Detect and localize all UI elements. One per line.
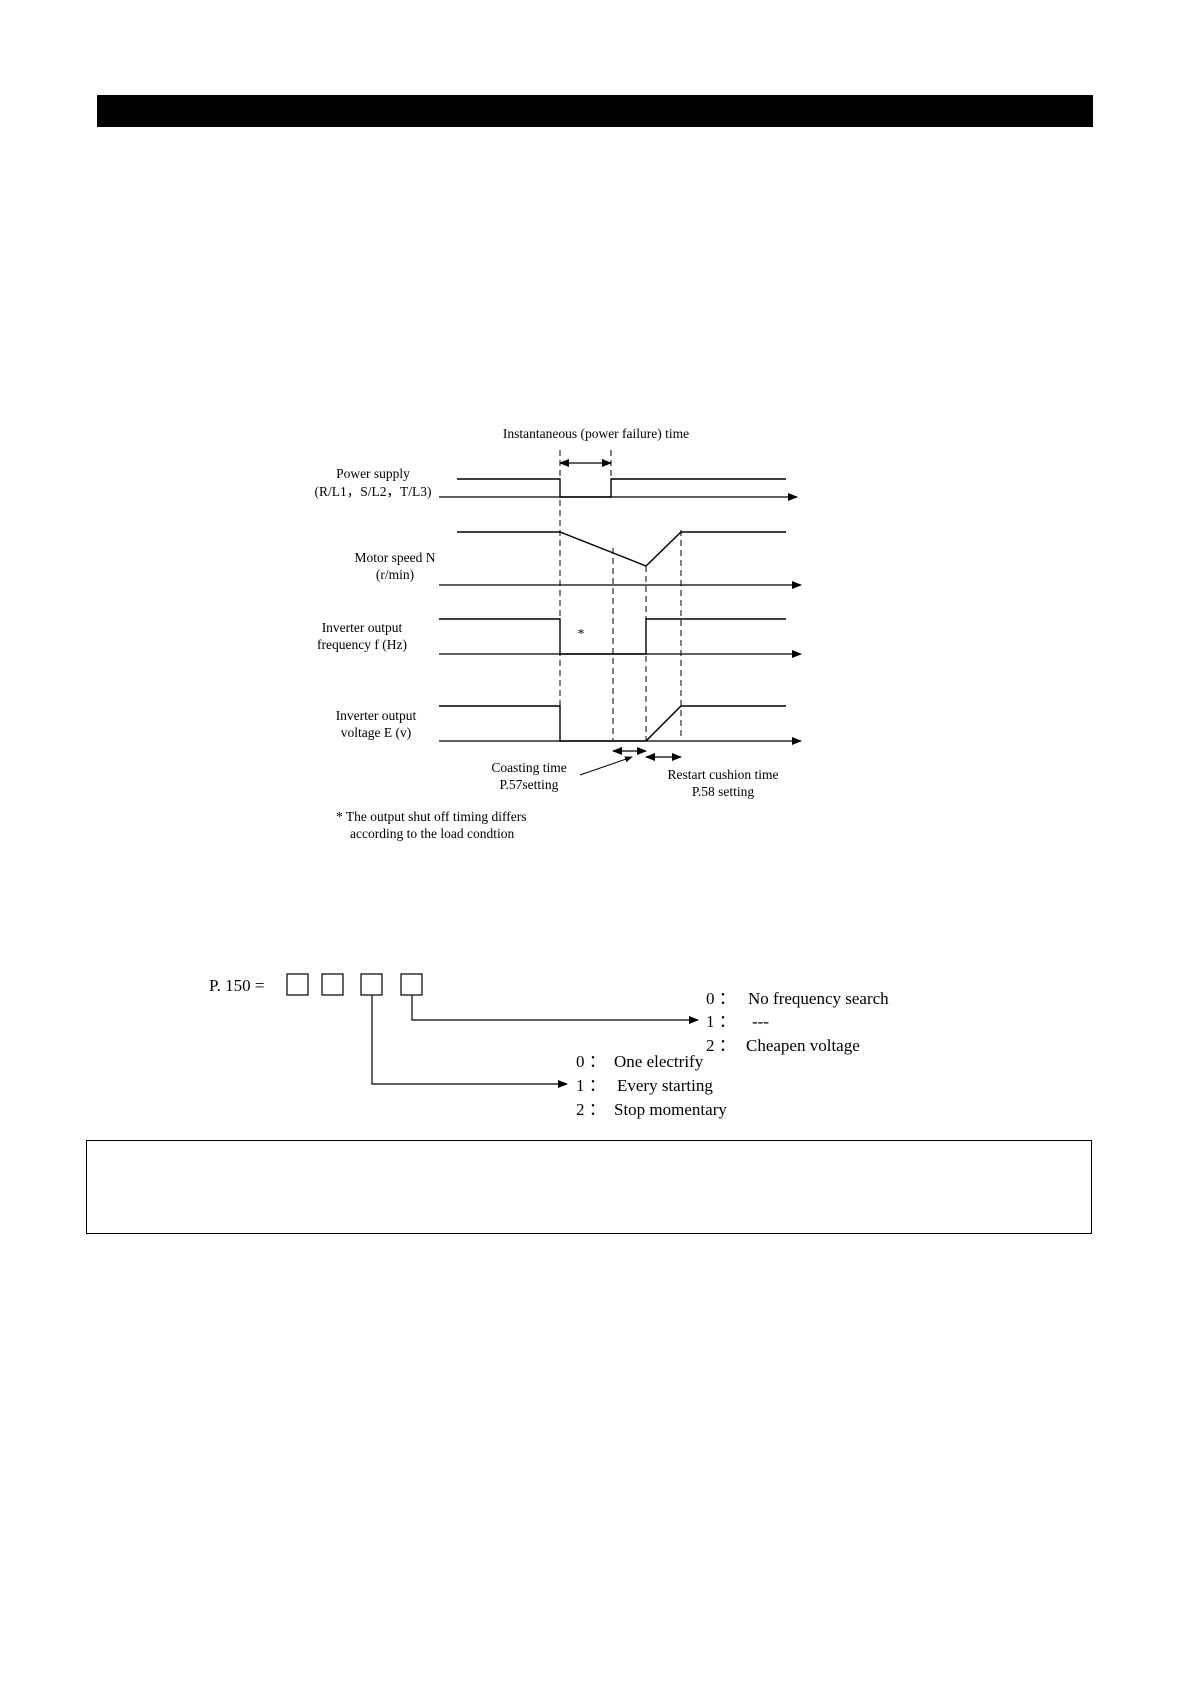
output-frequency-label: Inverter output — [322, 620, 403, 635]
coasting-callout-leader — [579, 756, 633, 776]
motor-speed-signal — [457, 531, 786, 567]
output-frequency-signal — [439, 618, 786, 655]
digit-a-option-0-num: 0 ： — [706, 989, 736, 1008]
coasting-time-label: Coasting time — [491, 760, 566, 775]
param-digit-box-2 — [321, 973, 344, 996]
digit-4-connector — [411, 995, 699, 1024]
restart-setting-label: P.58 setting — [692, 784, 755, 799]
digit-a-option-0-text: No frequency search — [748, 989, 889, 1008]
motor-speed-unit-label: (r/min) — [376, 567, 414, 582]
param-label: P. 150 = — [209, 976, 264, 995]
output-voltage-unit-label: voltage E (v) — [341, 725, 411, 740]
power-supply-label: Power supply — [336, 466, 410, 481]
output-voltage-signal — [439, 705, 786, 742]
timing-guides — [559, 450, 682, 740]
header-bar — [97, 95, 1093, 127]
digit-a-option-1-text: --- — [752, 1012, 769, 1031]
power-supply-signal — [457, 478, 786, 498]
digit-a-option-2-text: Cheapen voltage — [746, 1036, 860, 1055]
digit-b-option-1-text: Every starting — [617, 1076, 713, 1095]
digit-b-option-0-text: One electrify — [614, 1052, 704, 1071]
motor-speed-label: Motor speed N — [355, 550, 436, 565]
digit-a-option-1-num: 1 ： — [706, 1012, 736, 1031]
restart-cushion-label: Restart cushion time — [668, 767, 779, 782]
param-digit-box-4 — [400, 973, 423, 996]
digit-3-connector — [371, 995, 568, 1088]
footnote-line-1: * The output shut off timing differs — [336, 809, 527, 824]
digit-a-option-2-num: 2 ： — [706, 1036, 736, 1055]
footnote-line-2: according to the load condtion — [350, 826, 514, 841]
note-box — [86, 1140, 1092, 1234]
power-failure-time-label: Instantaneous (power failure) time — [503, 426, 689, 441]
digit-b-option-2-text: Stop momentary — [614, 1100, 727, 1119]
output-frequency-unit-label: frequency f (Hz) — [317, 637, 407, 652]
digit-b-option-1-num: 1 ： — [576, 1076, 606, 1095]
output-voltage-label: Inverter output — [336, 708, 417, 723]
digit-b-option-0-num: 0 ： — [576, 1052, 606, 1071]
coasting-setting-label: P.57setting — [500, 777, 559, 792]
digit-b-option-2-num: 2 ： — [576, 1100, 606, 1119]
param-digit-box-1 — [286, 973, 309, 996]
asterisk-mark: * — [578, 626, 585, 641]
power-supply-phases-label: (R/L1，S/L2，T/L3) — [315, 484, 432, 499]
param-digit-box-3 — [360, 973, 383, 996]
